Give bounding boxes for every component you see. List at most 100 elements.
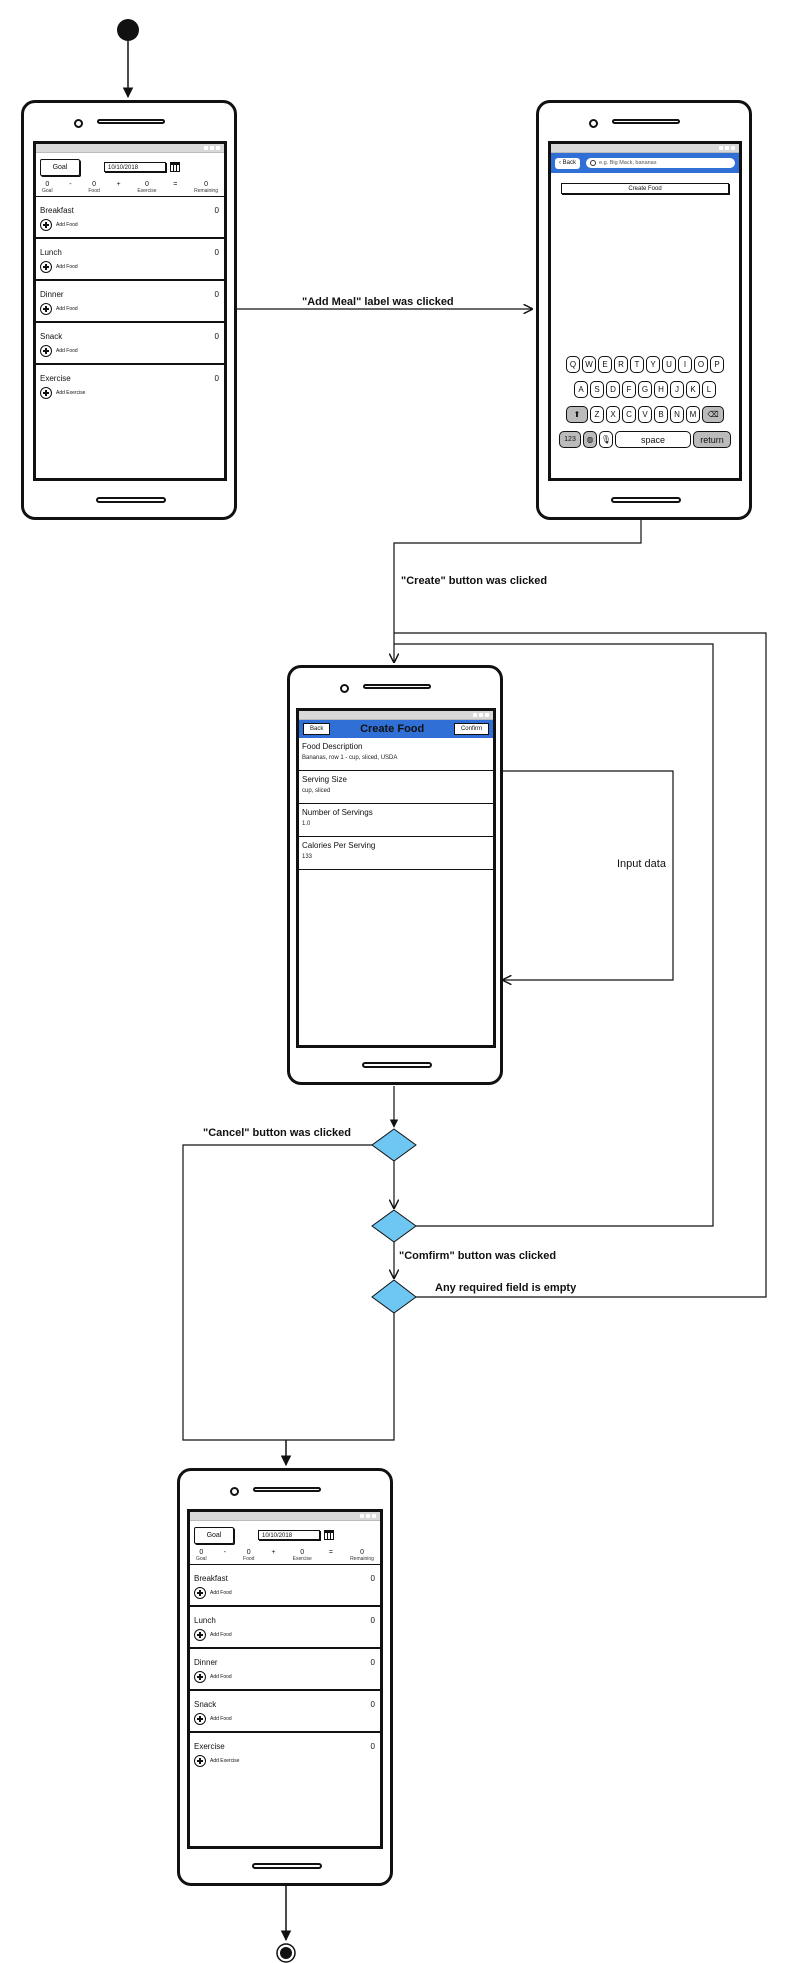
key[interactable]: P [710,356,724,373]
summary-label: Goal [42,188,53,194]
add-label[interactable]: Add Food [56,264,78,270]
field-calories-per-serving[interactable]: Calories Per Serving 133 [299,837,493,870]
search-input[interactable]: e.g. Big Mack, bananas [586,158,735,168]
field-value[interactable]: 1.0 [302,821,311,827]
add-food-lunch[interactable]: Add Food [40,261,78,273]
key[interactable]: R [614,356,628,373]
key[interactable]: T [630,356,644,373]
add-exercise[interactable]: Add Exercise [194,1755,239,1767]
add-food-breakfast[interactable]: Add Food [40,219,78,231]
key[interactable]: J [670,381,684,398]
confirm-button[interactable]: Confirm [453,723,489,735]
add-food-breakfast[interactable]: Add Food [194,1587,232,1599]
calendar-icon[interactable] [324,1530,334,1540]
field-number-of-servings[interactable]: Number of Servings 1.0 [299,804,493,837]
add-label[interactable]: Add Food [56,348,78,354]
plus-circle-icon[interactable] [194,1713,206,1725]
field-value[interactable]: 133 [302,854,313,860]
key[interactable]: O [694,356,708,373]
label-required-empty: Any required field is empty [435,1282,577,1294]
add-food-dinner[interactable]: Add Food [194,1671,232,1683]
key[interactable]: Y [646,356,660,373]
label-add-meal: "Add Meal" label was clicked [302,296,454,308]
key[interactable]: C [622,406,636,423]
date-field[interactable]: 10/10/2018 [104,162,166,172]
add-label[interactable]: Add Food [210,1674,232,1680]
key[interactable]: K [686,381,700,398]
plus-circle-icon[interactable] [194,1629,206,1641]
back-button[interactable]: Back [303,723,331,735]
key[interactable]: X [606,406,620,423]
globe-key-icon[interactable]: ◍ [583,431,597,448]
key[interactable]: U [662,356,676,373]
back-button[interactable]: ‹ Back [555,157,581,169]
numbers-key[interactable]: 123 [559,431,581,448]
key[interactable]: F [622,381,636,398]
summary-value: 0 [199,1549,204,1556]
field-value[interactable]: Bananas, row 1 - cup, sliced, USDA [302,755,398,761]
key[interactable]: H [654,381,668,398]
goal-button[interactable]: Goal [40,158,80,176]
key[interactable]: L [702,381,716,398]
key[interactable]: E [598,356,612,373]
summary-value: 0 [246,1549,251,1556]
add-exercise[interactable]: Add Exercise [40,387,85,399]
plus-circle-icon[interactable] [194,1587,206,1599]
shift-key-icon[interactable]: ⬆ [566,406,588,423]
create-food-button[interactable]: Create Food [561,183,729,194]
microphone-key-icon[interactable]: 🎙 [599,431,613,448]
key[interactable]: Z [590,406,604,423]
meal-breakfast: Breakfast 0 Add Food [36,197,224,239]
plus-circle-icon[interactable] [40,261,52,273]
key[interactable]: S [590,381,604,398]
add-food-lunch[interactable]: Add Food [194,1629,232,1641]
return-key[interactable]: return [693,431,731,448]
add-label[interactable]: Add Food [210,1632,232,1638]
label-input-data: Input data [617,858,666,870]
add-label[interactable]: Add Food [210,1590,232,1596]
backspace-key-icon[interactable]: ⌫ [702,406,724,423]
key[interactable]: W [582,356,596,373]
add-food-snack[interactable]: Add Food [40,345,78,357]
add-label[interactable]: Add Food [210,1716,232,1722]
space-key[interactable]: space [615,431,691,448]
add-label[interactable]: Add Exercise [56,390,86,396]
summary-label: Remaining [194,188,218,194]
plus-circle-icon[interactable] [40,219,52,231]
add-label[interactable]: Add Exercise [210,1758,240,1764]
plus-circle-icon[interactable] [40,387,52,399]
key[interactable]: G [638,381,652,398]
add-label[interactable]: Add Food [56,222,78,228]
key[interactable]: Q [566,356,580,373]
plus-circle-icon[interactable] [194,1755,206,1767]
edge-required-empty [394,632,767,1298]
summary-label: Remaining [350,1556,374,1562]
add-food-snack[interactable]: Add Food [194,1713,232,1725]
key[interactable]: N [670,406,684,423]
key[interactable]: M [686,406,700,423]
field-food-description[interactable]: Food Description Bananas, row 1 - cup, s… [299,738,493,771]
date-field[interactable]: 10/10/2018 [258,1530,320,1540]
goal-button[interactable]: Goal [194,1526,234,1544]
back-label[interactable]: Back [562,159,577,166]
key[interactable]: B [654,406,668,423]
label-confirm: "Comfirm" button was clicked [399,1250,557,1262]
key[interactable]: V [638,406,652,423]
field-value[interactable]: cup, sliced [302,788,331,794]
add-label[interactable]: Add Food [56,306,78,312]
add-food-dinner[interactable]: Add Food [40,303,78,315]
initial-node [117,19,139,41]
plus-circle-icon[interactable] [40,345,52,357]
meal-lunch: Lunch 0 Add Food [190,1607,380,1649]
page-title: Create Food [360,723,425,735]
key[interactable]: D [606,381,620,398]
plus-circle-icon[interactable] [194,1671,206,1683]
key[interactable]: I [678,356,692,373]
calendar-icon[interactable] [170,162,180,172]
field-serving-size[interactable]: Serving Size cup, sliced [299,771,493,804]
key-row-3: ⬆ Z X C V B N M ⌫ [551,406,739,423]
plus-circle-icon[interactable] [40,303,52,315]
key[interactable]: A [574,381,588,398]
edge-create [394,517,642,662]
